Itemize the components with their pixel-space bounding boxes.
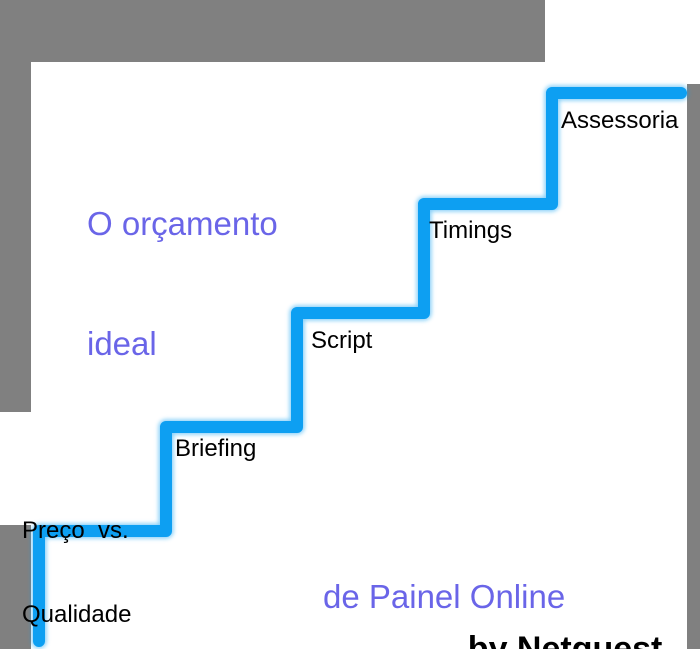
main-title-line1: O orçamento — [87, 205, 278, 242]
step-label-line: Timings — [429, 217, 513, 244]
frame-left-bar — [0, 0, 31, 412]
step-label-script: Script — [311, 271, 372, 411]
main-title-line2: ideal — [87, 325, 157, 362]
frame-right-bar — [687, 84, 700, 649]
byline: by Netquest — [430, 591, 663, 649]
step-label-assessoria: Assessoria — [561, 51, 678, 191]
frame-left-bottom-bar — [0, 525, 31, 649]
step-label-line: Briefing — [175, 435, 257, 462]
step-label-preco-vs-qualidade: Preço vs. Qualidade — [22, 461, 131, 649]
step-label-line: Assessoria — [561, 107, 679, 134]
step-label-timings: Timings — [429, 161, 512, 301]
subtitle-text: de Painel Online — [323, 578, 566, 615]
staircase-line — [33, 87, 687, 647]
main-title: O orçamento ideal — [87, 124, 278, 444]
subtitle: de Painel Online — [323, 497, 565, 649]
step-label-line: Qualidade — [22, 601, 132, 628]
frame-top-bar — [0, 0, 545, 62]
step-label-briefing: Briefing — [175, 379, 256, 519]
step-label-line: Preço vs. — [22, 517, 129, 544]
step-label-line: Script — [311, 327, 373, 354]
byline-text: by Netquest — [467, 630, 663, 649]
